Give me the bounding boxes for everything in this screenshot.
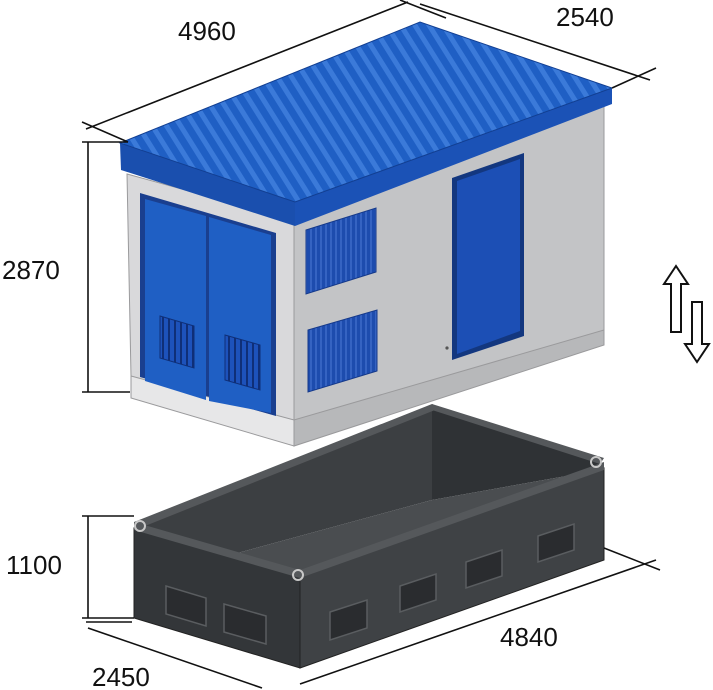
dim-label-top-height: 2870 bbox=[2, 255, 60, 285]
front-door-right-grille bbox=[224, 334, 261, 391]
dim-label-base-length: 4840 bbox=[500, 622, 558, 652]
base-front-opening-2 bbox=[223, 603, 267, 645]
dim-line-top-length bbox=[85, 1, 409, 130]
dim-label-top-width: 2540 bbox=[556, 2, 614, 32]
dim-label-base-width: 2450 bbox=[92, 662, 150, 690]
dim-tick-top-length-b bbox=[399, 0, 447, 19]
lifting-lug-front-left bbox=[134, 520, 146, 532]
base-side-opening-1 bbox=[329, 598, 368, 642]
base-side-opening-2 bbox=[399, 572, 437, 614]
dim-line-base-length bbox=[299, 559, 657, 685]
base-rim-front bbox=[134, 522, 300, 578]
side-door[interactable] bbox=[457, 159, 520, 354]
housing-module bbox=[118, 21, 614, 447]
base-front-opening-1 bbox=[165, 584, 207, 628]
base-side-opening-3 bbox=[465, 548, 503, 590]
arrow-up-icon bbox=[662, 264, 690, 333]
base-module bbox=[133, 404, 605, 669]
dim-tick-base-length bbox=[603, 547, 661, 571]
base-inner-floor bbox=[168, 470, 600, 574]
base-inner-right-wall bbox=[432, 408, 600, 500]
dim-tick-top-length-a bbox=[81, 121, 129, 143]
side-door-handle bbox=[445, 346, 449, 350]
base-side-opening-4 bbox=[537, 522, 575, 564]
base-rim-left bbox=[134, 404, 440, 528]
front-door-left[interactable] bbox=[145, 199, 206, 400]
dim-label-base-height: 1100 bbox=[6, 550, 62, 580]
dimension-lines bbox=[81, 0, 661, 689]
dim-tick-top-width bbox=[611, 67, 657, 89]
dim-line-base-width bbox=[87, 627, 263, 689]
dim-line-top-width bbox=[419, 3, 651, 81]
roof-side-edge bbox=[295, 88, 612, 226]
lifting-lug-front-right bbox=[292, 569, 304, 581]
dim-label-top-length: 4960 bbox=[178, 16, 236, 46]
arrow-down-icon bbox=[683, 301, 711, 364]
lifting-lug-back-right bbox=[590, 456, 602, 468]
base-rim-right bbox=[300, 462, 604, 578]
side-lower-vent bbox=[307, 309, 378, 393]
side-upper-vent bbox=[305, 207, 377, 295]
roof-front-edge bbox=[120, 143, 295, 226]
base-inner-back-wall bbox=[140, 408, 432, 572]
front-door-left-grille bbox=[159, 315, 195, 369]
stacking-arrows-icon bbox=[662, 264, 711, 364]
base-rim-back bbox=[432, 404, 604, 464]
